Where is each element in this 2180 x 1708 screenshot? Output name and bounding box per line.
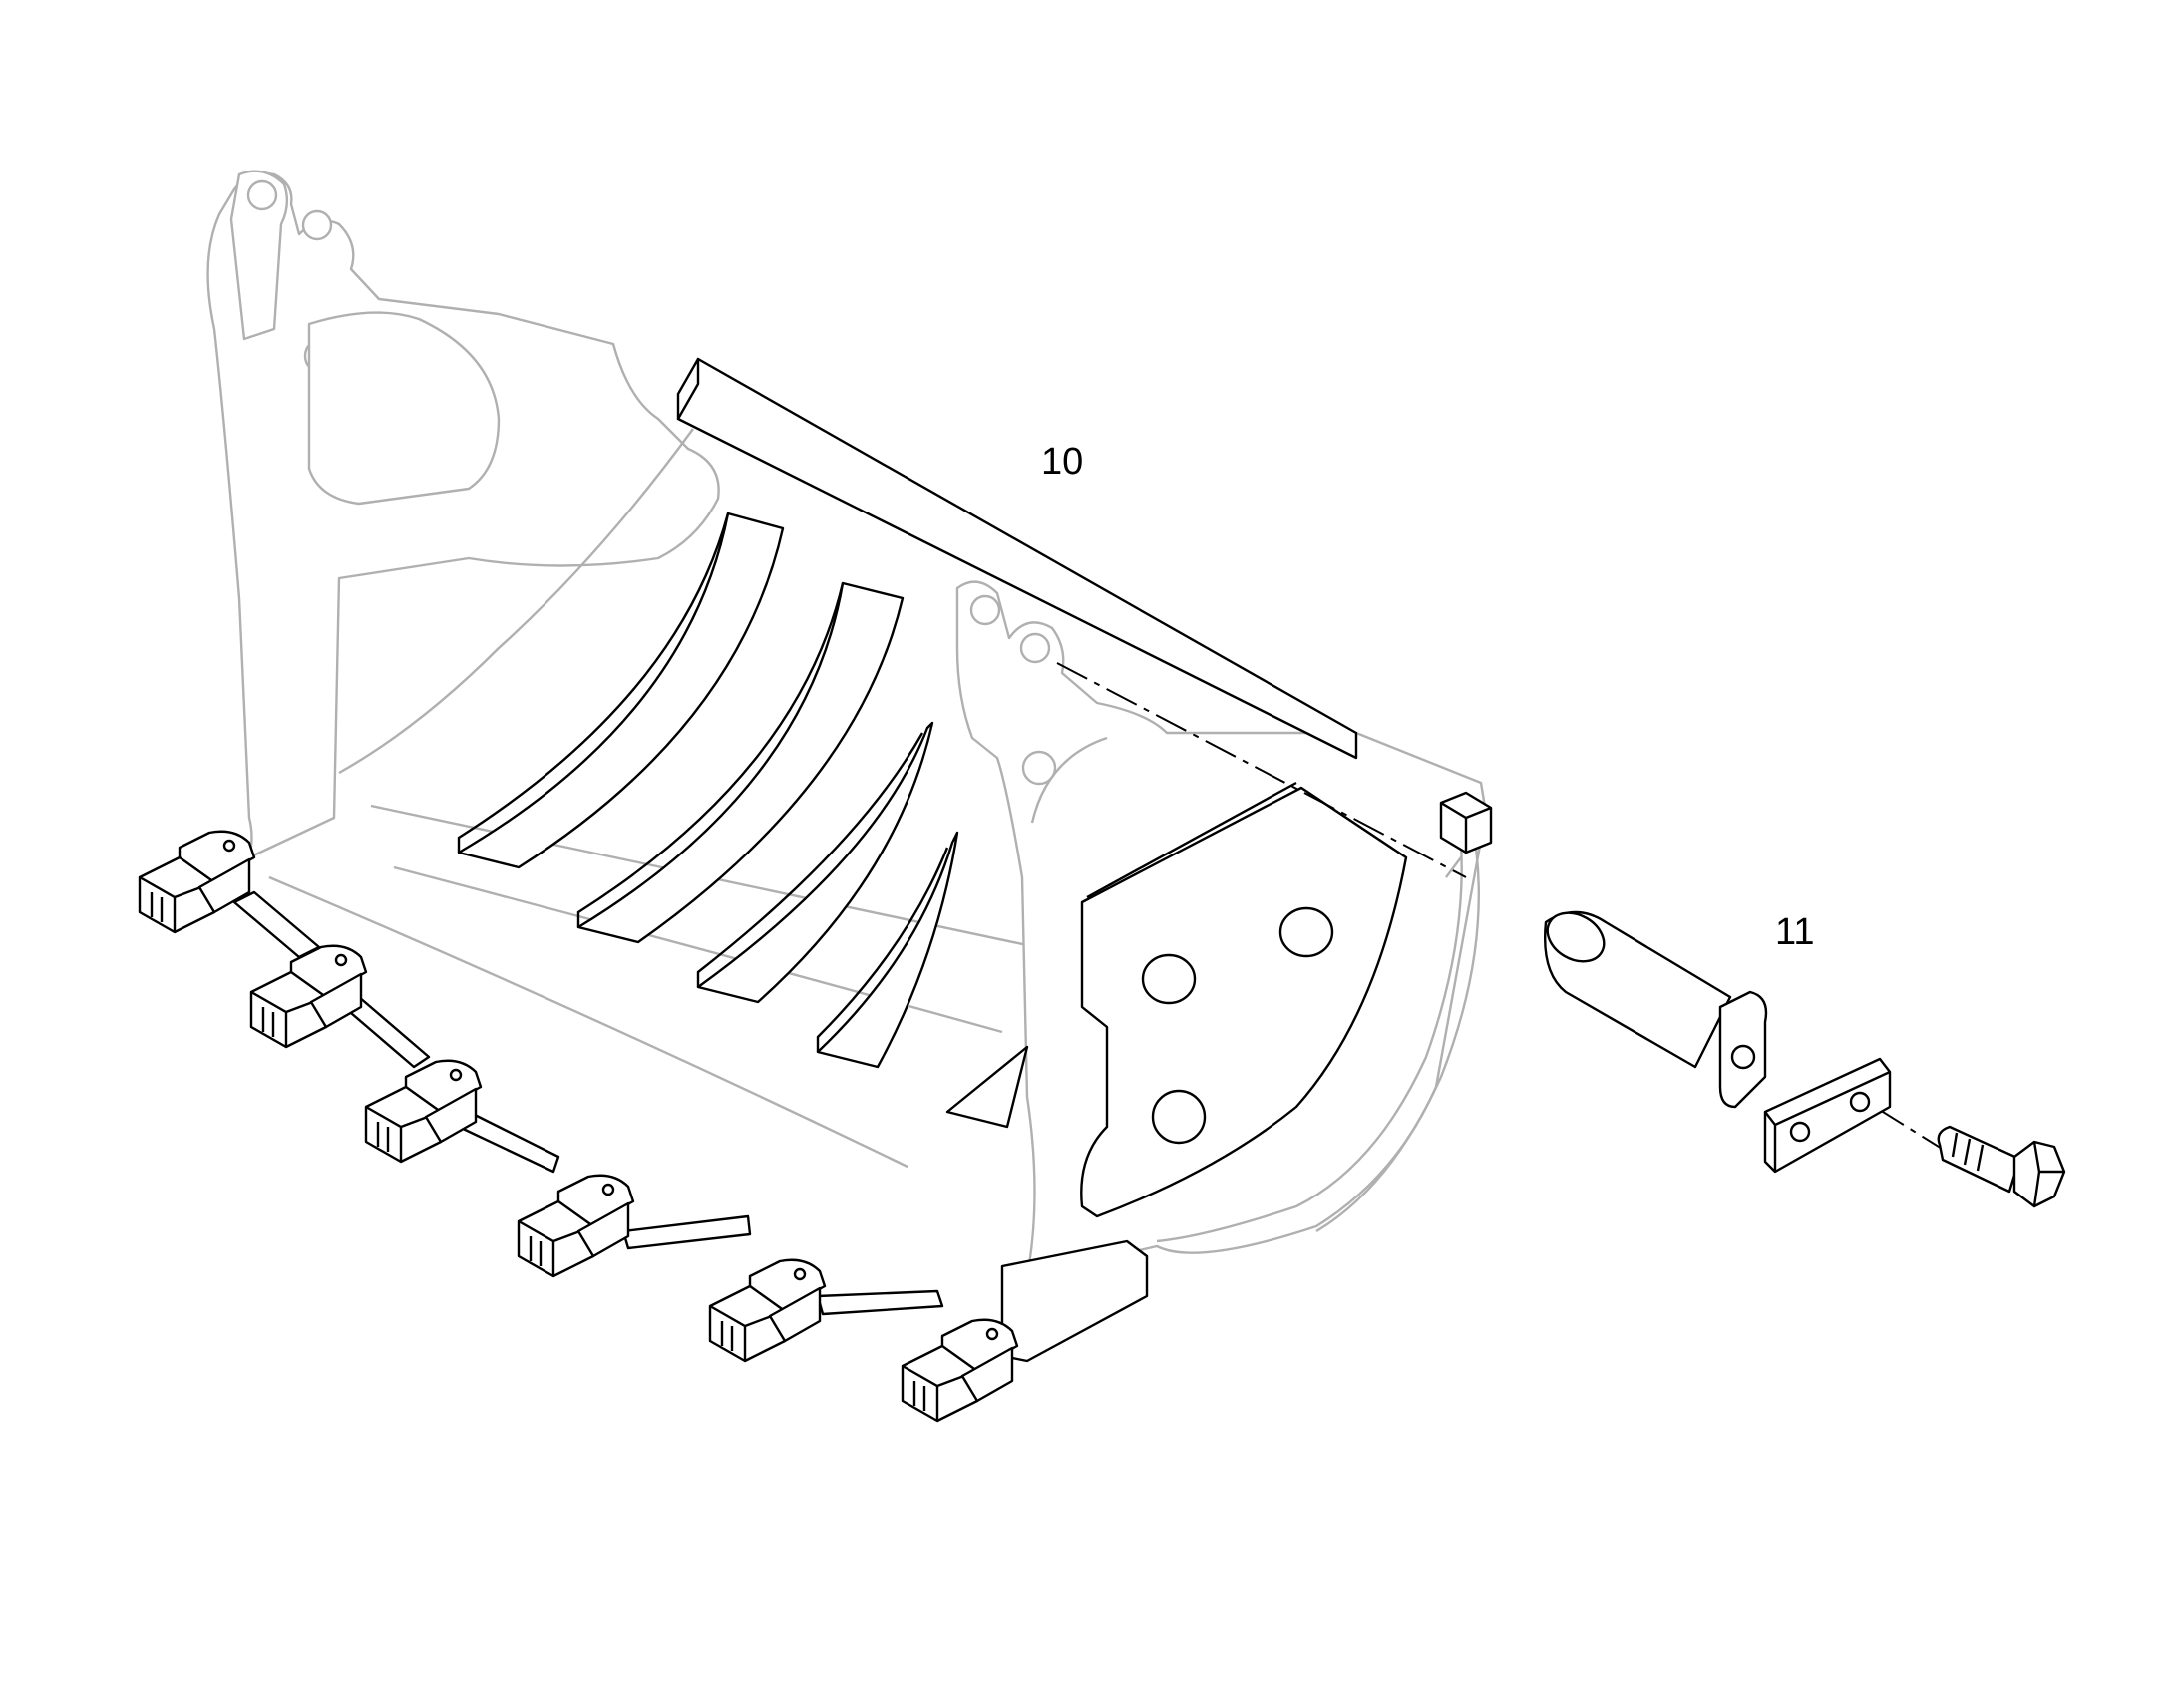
tooth-part (601, 1183, 615, 1196)
tooth-part (720, 1321, 734, 1351)
tooth-part (309, 972, 363, 1029)
wear-strip-3-edge (696, 732, 924, 987)
wear-strip-2 (576, 581, 905, 944)
tooth-part (912, 1381, 926, 1411)
wear-strip-1 (457, 512, 785, 869)
bushing-leader (1445, 856, 1462, 878)
left-boss (307, 311, 501, 506)
lock-plate-hole-1 (1789, 1121, 1811, 1143)
right-ear-hole-1 (969, 594, 1001, 626)
tooth-part (960, 1346, 1014, 1403)
callout-10: 10 (1041, 441, 1084, 483)
right-plate-hole-small (1021, 750, 1057, 786)
cutting-edge-seg-4 (621, 1214, 752, 1250)
wear-strip-4-edge (816, 847, 949, 1052)
side-plate-hole-3 (1151, 1089, 1207, 1145)
tooth-part (334, 953, 348, 967)
wear-strip-5 (945, 1045, 1029, 1129)
tooth-part (576, 1201, 630, 1258)
wear-strip-1-edge (457, 512, 730, 853)
pin-end (1546, 911, 1606, 963)
tooth-2 (249, 944, 368, 1049)
top-wear-strip (676, 357, 1358, 760)
tooth-part (222, 839, 236, 853)
tooth-5 (708, 1258, 827, 1363)
right-plate-arc (1156, 797, 1463, 1243)
tooth-part (985, 1327, 999, 1341)
left-ear-hole-1 (246, 179, 278, 211)
tooth-4 (517, 1174, 635, 1278)
bushing-edge (1440, 801, 1492, 853)
lock-plate-edge (1764, 1070, 1891, 1172)
tooth-part (793, 1267, 807, 1281)
right-ear-hole-2 (1019, 632, 1051, 664)
tooth-part (768, 1286, 822, 1343)
bucket-lip-curve (393, 865, 1003, 1034)
cutting-edge-seg-5 (816, 1289, 944, 1316)
tooth-part (197, 857, 251, 914)
tooth-part (150, 892, 164, 922)
right-plate-arc-2 (1315, 817, 1480, 1233)
side-plate-hole-2 (1278, 906, 1334, 958)
corner-block (1000, 1239, 1149, 1363)
tooth-part (261, 1007, 275, 1037)
assembly-centerline (1056, 662, 1467, 878)
wear-strips (457, 512, 1029, 1129)
pin-tab-hole (1730, 1044, 1756, 1070)
side-wear-plate (1080, 781, 1408, 1218)
wear-strip-2-edge (576, 582, 845, 927)
bucket-lip-curve-2 (268, 875, 908, 1169)
tooth-part (424, 1087, 478, 1144)
lock-plate (1763, 1057, 1892, 1174)
tooth-part (529, 1236, 543, 1266)
side-plate-hole-1 (1141, 953, 1197, 1005)
bolt-head-edge (2032, 1141, 2064, 1207)
pin-assembly (1056, 662, 2066, 1208)
tooth-1 (138, 830, 256, 934)
side-plate-inner-edge (1086, 781, 1297, 899)
left-ear-hole-2 (301, 209, 333, 241)
side-cutting-edge (1030, 736, 1108, 824)
tooth-3 (364, 1059, 483, 1164)
teeth (138, 830, 1019, 1423)
callout-11: 11 (1775, 911, 1815, 953)
tooth-6 (901, 1318, 1019, 1423)
tooth-part (449, 1068, 463, 1082)
lock-plate-hole-2 (1849, 1091, 1871, 1113)
cutting-edge-seg-1 (232, 890, 321, 959)
bucket-back-curve (338, 428, 694, 775)
bolt-threads (1951, 1132, 1985, 1172)
top-strip-end (676, 357, 700, 421)
teeth-row (232, 890, 1149, 1363)
tooth-part (376, 1122, 390, 1152)
left-ear-outer (229, 170, 289, 341)
